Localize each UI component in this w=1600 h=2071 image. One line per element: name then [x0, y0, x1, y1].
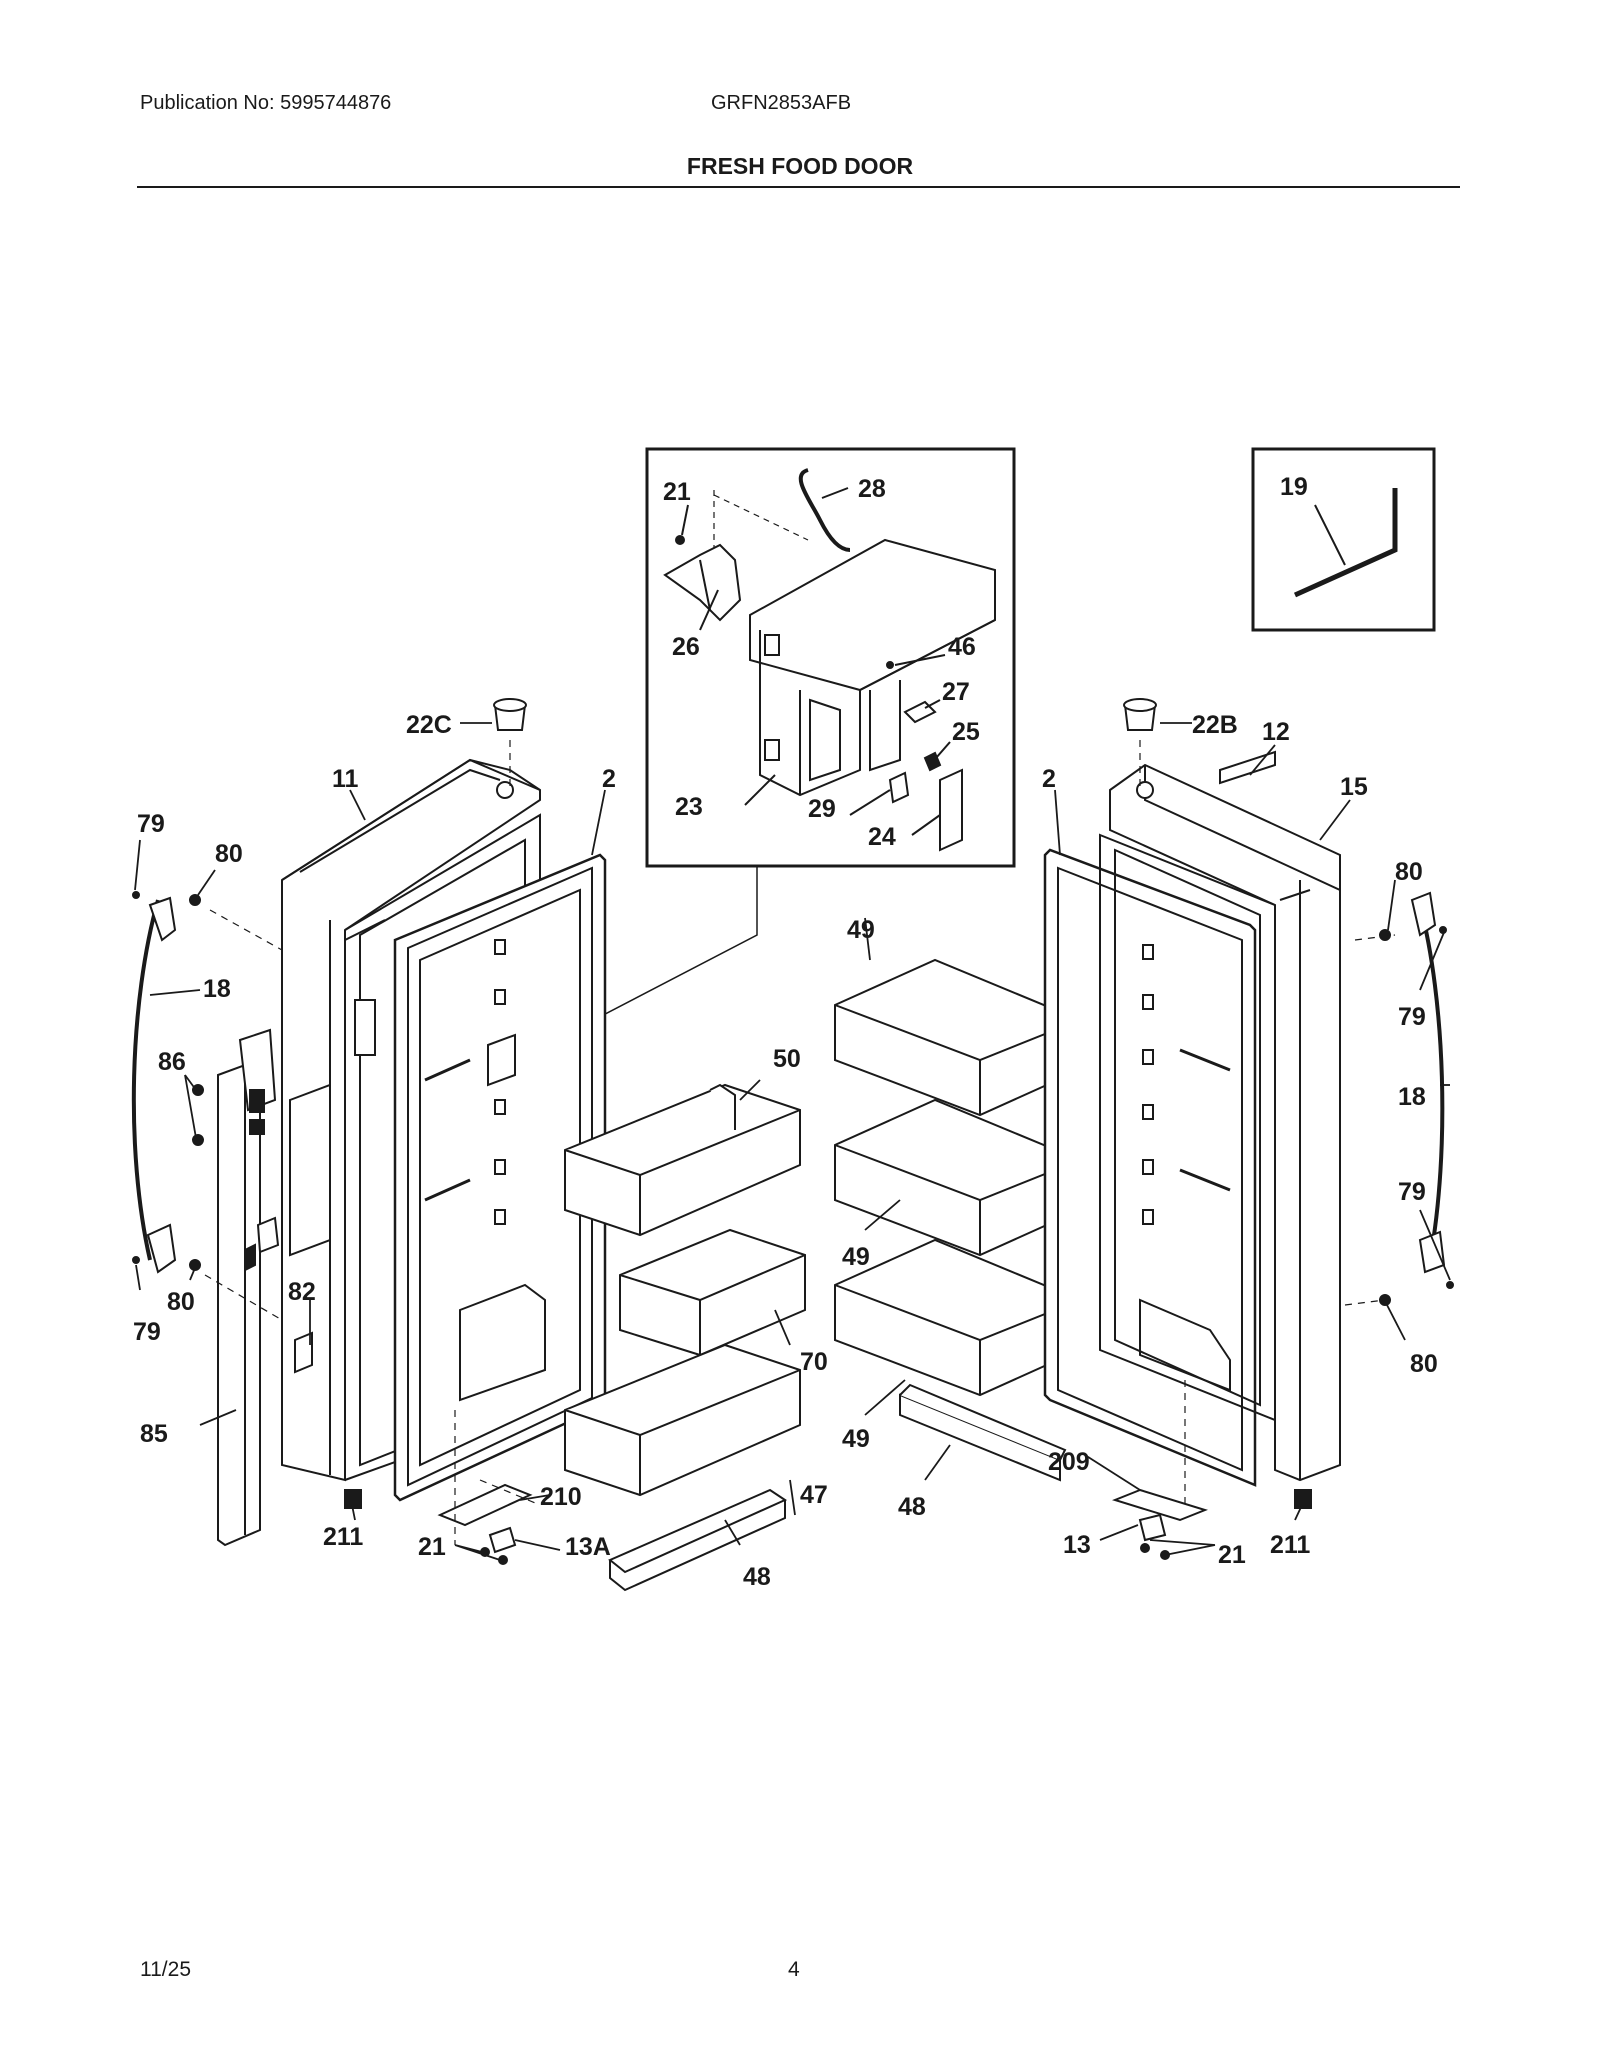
label-22b: 22B [1192, 711, 1238, 739]
inset-dispenser-box [439, 447, 1016, 1101]
label-27: 27 [942, 678, 970, 706]
label-22c: 22C [406, 711, 452, 739]
footer-date: 11/25 [140, 1958, 191, 1981]
label-50: 50 [773, 1045, 801, 1073]
label-80-left-top: 80 [215, 840, 243, 868]
right-door [1043, 698, 1341, 1487]
label-19: 19 [1280, 473, 1308, 501]
left-trim-85 [217, 1028, 313, 1547]
label-13: 13 [1063, 1531, 1091, 1559]
label-86: 86 [158, 1048, 186, 1076]
right-handle-18 [1379, 891, 1454, 1306]
left-door [281, 698, 607, 1502]
inset-part-19-box [1251, 447, 1436, 632]
label-21-right: 21 [1218, 1541, 1246, 1569]
label-79-right-bottom: 79 [1398, 1178, 1426, 1206]
label-210: 210 [540, 1483, 582, 1511]
label-79-left-bottom: 79 [133, 1318, 161, 1346]
page-number: 4 [788, 1958, 800, 1981]
label-82: 82 [288, 1278, 316, 1306]
label-24: 24 [868, 823, 896, 851]
label-2-left: 2 [602, 765, 616, 793]
label-80-right-bottom: 80 [1410, 1350, 1438, 1378]
label-79-right-top: 79 [1398, 1003, 1426, 1031]
label-211-left: 211 [323, 1523, 363, 1551]
publication-number: Publication No: 5995744876 [140, 92, 392, 114]
label-26: 26 [672, 633, 700, 661]
assembly-guide-lines [204, 740, 1396, 1545]
label-79-left-top: 79 [137, 810, 165, 838]
label-70: 70 [800, 1348, 828, 1376]
right-hinge-parts [1111, 1488, 1312, 1560]
label-18-left: 18 [203, 975, 231, 1003]
label-2-right: 2 [1042, 765, 1056, 793]
label-28: 28 [858, 475, 886, 503]
page-title: FRESH FOOD DOOR [686, 153, 914, 179]
label-49-mid: 49 [842, 1243, 870, 1271]
label-49-top: 49 [847, 916, 875, 944]
label-13a: 13A [565, 1533, 611, 1561]
left-handle-18 [131, 891, 204, 1274]
label-47: 47 [800, 1481, 828, 1509]
label-80-left-bottom: 80 [167, 1288, 195, 1316]
label-11: 11 [332, 765, 359, 793]
label-29: 29 [808, 795, 836, 823]
label-21-left: 21 [418, 1533, 446, 1561]
label-80-right-top: 80 [1395, 858, 1423, 886]
label-21-inset: 21 [663, 478, 691, 506]
label-15: 15 [1340, 773, 1368, 801]
door-bins [564, 958, 1081, 1497]
label-85: 85 [140, 1420, 168, 1448]
model-number: GRFN2853AFB [711, 92, 852, 114]
label-23: 23 [675, 793, 703, 821]
part-labels: 28 21 26 46 27 25 23 29 24 19 22C 22B 12… [133, 473, 1438, 1591]
label-46: 46 [948, 633, 976, 661]
label-18-right: 18 [1398, 1083, 1426, 1111]
header-rule [137, 186, 1460, 188]
left-hinge-parts [344, 1483, 788, 1592]
label-12: 12 [1262, 718, 1290, 746]
callout-leaders [134, 722, 1451, 1561]
label-48-right: 48 [898, 1493, 926, 1521]
label-48-left: 48 [743, 1563, 771, 1591]
label-211-right: 211 [1270, 1531, 1310, 1559]
label-49-bottom: 49 [842, 1425, 870, 1453]
label-209: 209 [1048, 1448, 1090, 1476]
label-25: 25 [952, 718, 980, 746]
